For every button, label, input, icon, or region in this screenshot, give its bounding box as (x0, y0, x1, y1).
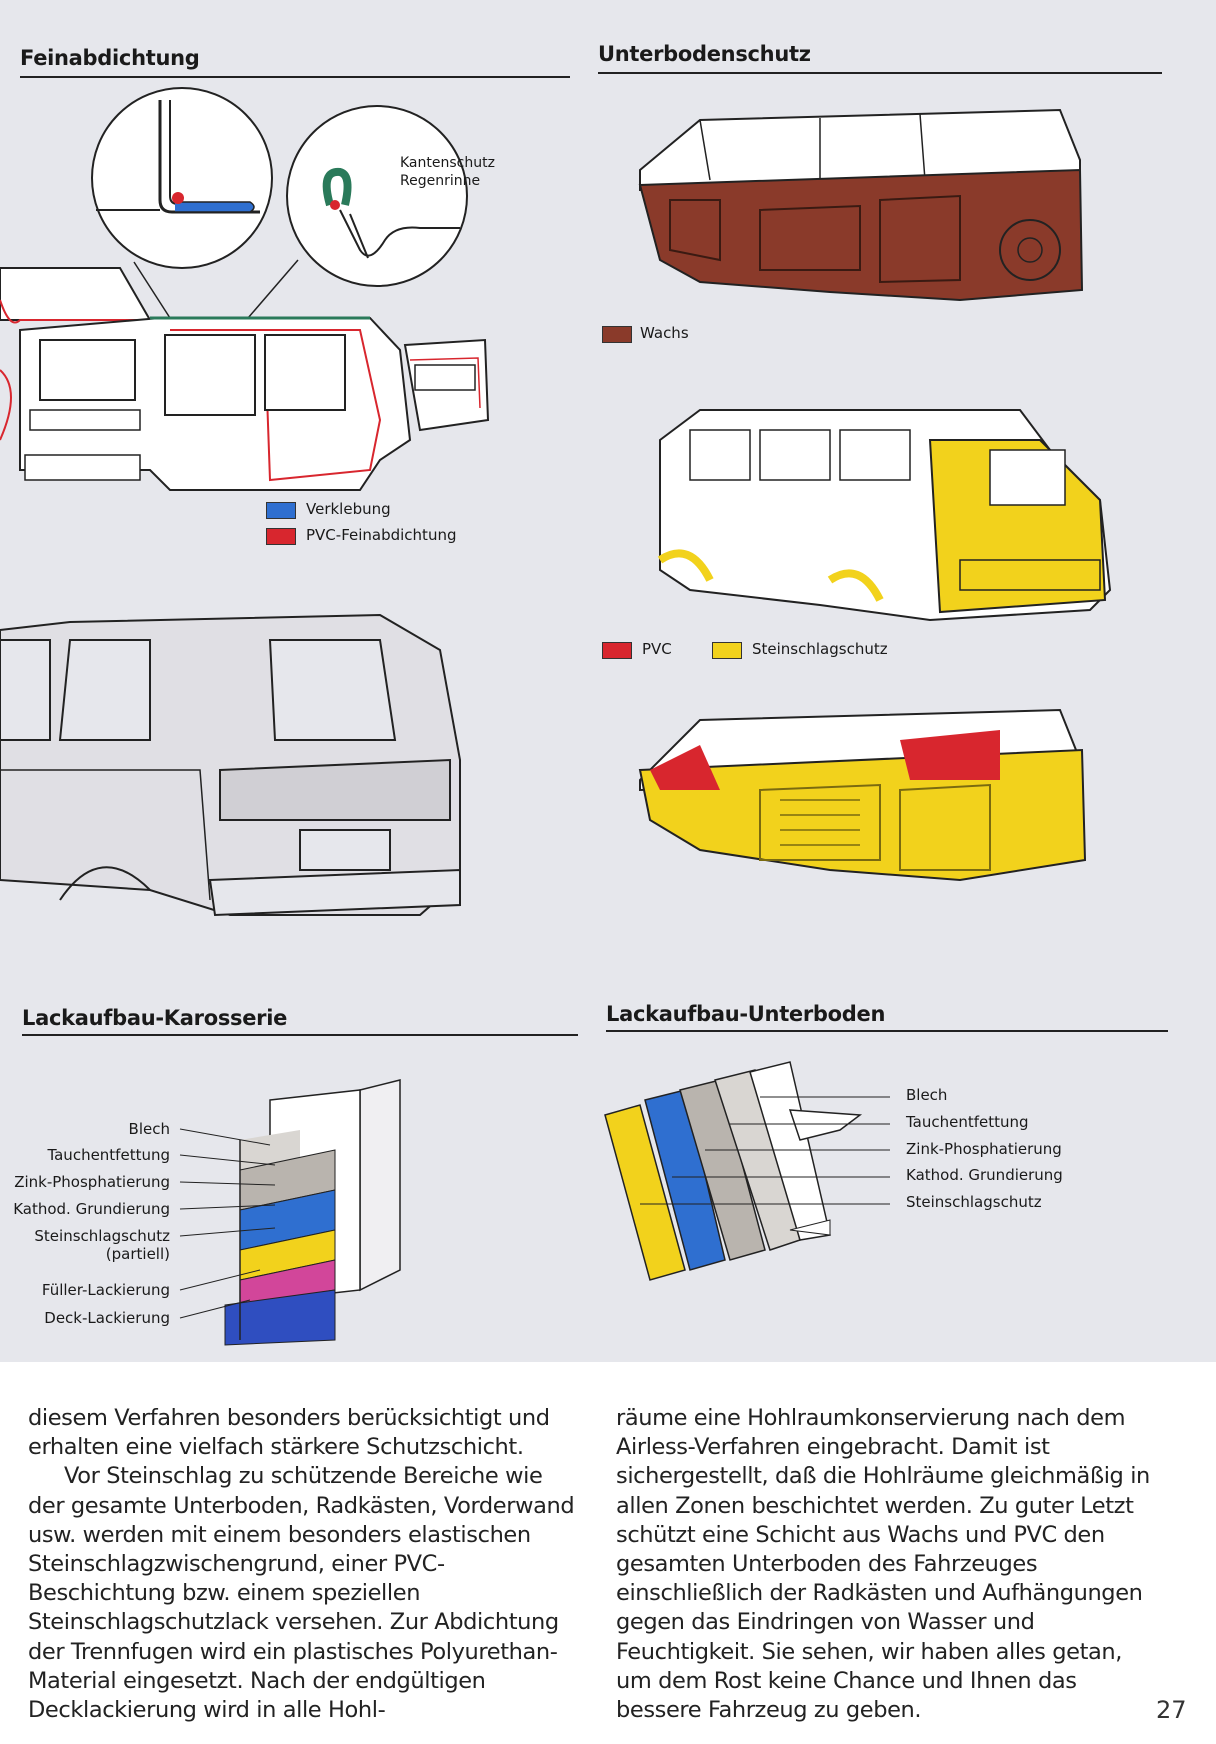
title-lackaufbau-unterboden: Lackaufbau-Unterboden (606, 1002, 886, 1026)
karosserie-layer-deck-lackierung: Deck-Lackierung (44, 1309, 170, 1327)
legend-label-wachs: Wachs (640, 324, 689, 342)
title-lackaufbau-karosserie: Lackaufbau-Karosserie (22, 1006, 288, 1030)
callout-kantenschutz: Kantenschutz Regenrinne (400, 155, 495, 189)
body-right-paragraph-1: räume eine Hohlraumkonservierung nach de… (616, 1405, 1150, 1724)
karosserie-layer-illustration (179, 1079, 401, 1346)
page-number: 27 (1156, 1696, 1187, 1724)
karosserie-layer-fueller-lackierung: Füller-Lackierung (41, 1281, 170, 1299)
rule-lackaufbau-karosserie (22, 1034, 578, 1036)
karosserie-layer-zink-phosphatierung: Zink-Phosphatierung (14, 1173, 170, 1191)
legend-label-pvc: PVC (642, 640, 672, 658)
legend-swatch-pvc (602, 642, 632, 659)
rule-feinabdichtung (20, 76, 570, 78)
body-text-left-column: diesem Verfahren besonders berücksichtig… (28, 1404, 576, 1725)
body-left-paragraph-1: diesem Verfahren besonders berücksichtig… (28, 1405, 550, 1461)
legend-label-pvc-feinabdichtung: PVC-Feinabdichtung (306, 526, 457, 544)
unterboden-layer-kathod-grundierung: Kathod. Grundierung (906, 1166, 1063, 1184)
legend-swatch-verklebung (266, 502, 296, 519)
rule-unterbodenschutz (598, 72, 1162, 74)
title-feinabdichtung: Feinabdichtung (20, 46, 200, 70)
rule-lackaufbau-unterboden (606, 1030, 1168, 1032)
body-text-right-column: räume eine Hohlraumkonservierung nach de… (616, 1404, 1164, 1725)
unterboden-layer-tauchentfettung: Tauchentfettung (906, 1113, 1029, 1131)
legend-swatch-pvc-feinabdichtung (266, 528, 296, 545)
title-unterbodenschutz: Unterbodenschutz (598, 42, 811, 66)
legend-swatch-steinschlagschutz (712, 642, 742, 659)
karosserie-layer-blech: Blech (128, 1120, 170, 1138)
unterboden-layer-zink-phosphatierung: Zink-Phosphatierung (906, 1140, 1062, 1158)
legend-label-steinschlagschutz: Steinschlagschutz (752, 640, 888, 658)
unterboden-layer-blech: Blech (906, 1086, 948, 1104)
unterboden-layer-illustration (604, 1061, 890, 1281)
karosserie-layer-kathod-grundierung: Kathod. Grundierung (13, 1200, 170, 1218)
unterboden-layer-steinschlagschutz: Steinschlagschutz (906, 1193, 1042, 1211)
feinabdichtung-illustration (0, 87, 1112, 917)
karosserie-layer-steinschlagschutz: Steinschlagschutz (partiell) (34, 1227, 170, 1263)
legend-swatch-wachs (602, 326, 632, 343)
body-left-paragraph-2: Vor Steinschlag zu schützende Bereiche w… (28, 1463, 575, 1724)
legend-label-verklebung: Verklebung (306, 500, 391, 518)
karosserie-layer-tauchentfettung: Tauchentfettung (47, 1146, 170, 1164)
